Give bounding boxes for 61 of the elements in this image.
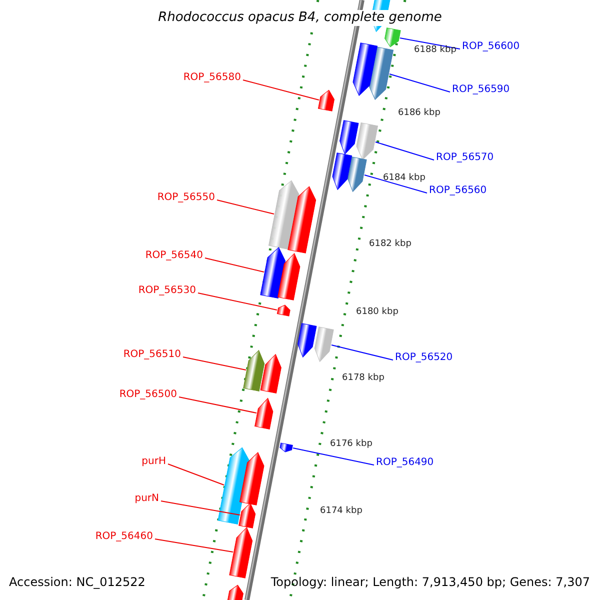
gene-block [268,180,300,250]
gene-block [260,247,286,298]
tick-label: 6180 kbp [356,306,398,318]
gene-block [227,584,244,600]
leader-line [182,356,246,370]
gene-block [298,323,317,358]
gene-label: ROP_56540 [145,250,203,262]
gene-label: ROP_56520 [395,352,453,364]
leader-line [242,80,320,100]
gene-block [318,90,334,112]
gene-block [278,253,300,300]
leader-line [154,538,234,552]
gene-block [238,502,256,528]
leader-line [331,344,394,360]
gene-label: ROP_56550 [157,192,215,204]
accession-text: Accession: NC_012522 [9,575,146,589]
leader-line [198,292,278,310]
tick-label: 6188 kbp [414,44,456,56]
tick-label: 6176 kbp [330,438,372,450]
tick-label: 6186 kbp [398,107,440,119]
gene-label: ROP_56580 [183,72,241,84]
leader-line [204,258,264,272]
gene-block [340,120,359,154]
gene-block [332,152,352,190]
gene-block [352,42,378,96]
tick-label: 6174 kbp [320,505,362,517]
tick-label: 6184 kbp [383,172,426,184]
gene-label: ROP_56460 [95,531,153,543]
leader-line [364,174,428,194]
leader-line [292,448,374,466]
gene-block [384,28,401,48]
leader-line [168,464,224,486]
tick-label: 6182 kbp [369,238,412,250]
gene-block [254,398,274,430]
leader-line [400,38,460,50]
gene-label: ROP_56590 [452,84,510,96]
tick-label: 6178 kbp [342,372,384,384]
gene-block [356,122,378,160]
gene-label: ROP_56530 [138,285,196,297]
gene-label: ROP_56500 [119,389,177,401]
gene-block [243,350,265,392]
gene-label: ROP_56510 [123,349,181,361]
gene-label: ROP_56560 [429,185,487,197]
gene-label: purH [142,456,166,468]
gene-label: ROP_56600 [462,41,520,53]
leader-line [375,142,434,160]
leader-line [160,500,240,516]
gene-block [314,326,334,362]
gene-block [280,442,293,452]
leader-line [178,396,257,414]
gene-block [368,46,394,100]
genome-summary: Topology: linear; Length: 7,913,450 bp; Genes: 7,307 [270,575,590,589]
gene-block [288,186,316,254]
gene-label: ROP_56490 [376,457,434,469]
gene-block [347,156,367,192]
gene-label: ROP_56570 [436,152,494,164]
gene-label: purN [134,493,159,505]
leader-line [389,74,450,92]
gene-block [260,354,282,394]
leader-line [216,200,274,214]
gene-block [276,304,290,316]
